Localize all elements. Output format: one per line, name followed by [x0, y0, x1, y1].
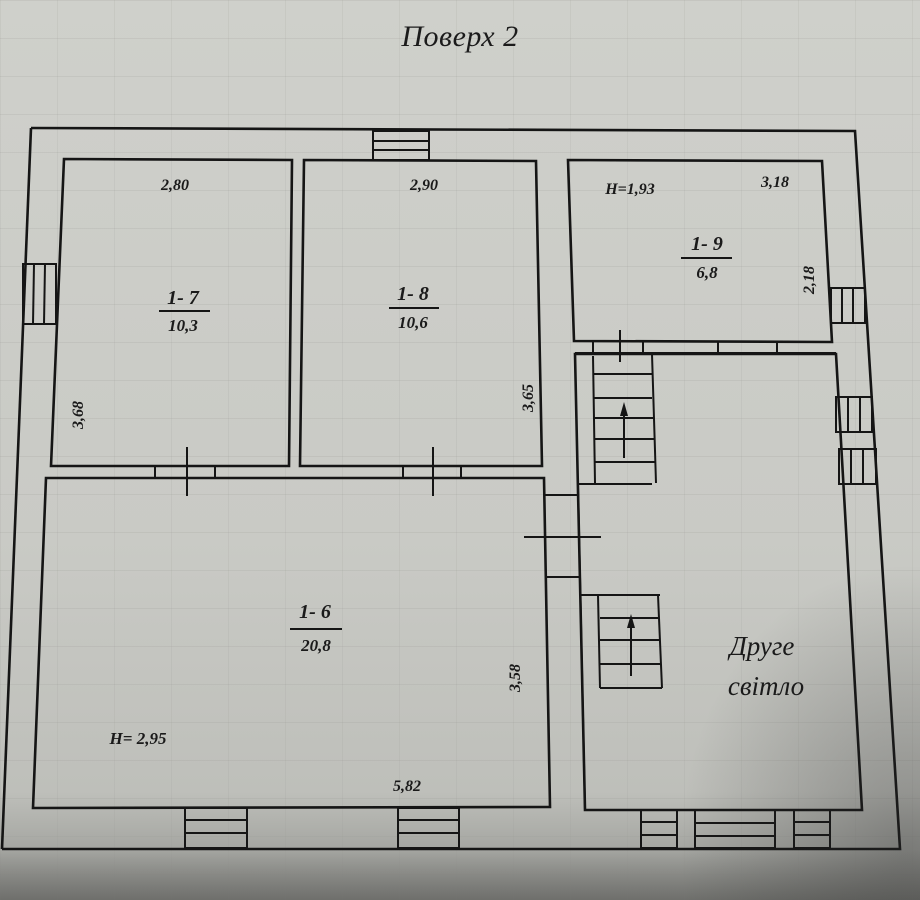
- window-right-lower: [838, 448, 877, 485]
- room-1-9-height: H=1,93: [604, 181, 655, 198]
- partition-top-rooms: [51, 466, 544, 479]
- room-1-6-length: 3,58: [507, 664, 524, 693]
- room-1-8-width: 2,90: [409, 177, 438, 194]
- room-second-light: [573, 352, 864, 812]
- room-1-6-id: 1- 6: [299, 601, 331, 623]
- window-right-upper: [835, 396, 873, 433]
- stair-upper: [592, 353, 657, 484]
- room-1-8-area: 10,6: [398, 313, 428, 332]
- room-1-8-id: 1- 8: [397, 283, 429, 305]
- room-1-8-length: 3,65: [520, 384, 537, 413]
- room-1-7-id: 1- 7: [167, 287, 200, 309]
- room-1-8: [298, 158, 544, 468]
- room-1-7-area: 10,3: [168, 316, 198, 335]
- partition-1-9-bottom: [575, 330, 836, 362]
- room-1-7-length: 3,68: [70, 401, 87, 430]
- window-bottom-right: [640, 809, 831, 849]
- room-1-7: [49, 157, 294, 468]
- room-1-9: [566, 158, 834, 344]
- room-1-6-width: 5,82: [393, 778, 421, 795]
- room-1-9-length: 2,18: [801, 266, 818, 295]
- room-1-6-area: 20,8: [300, 636, 331, 655]
- floor-title: Поверх 2: [401, 20, 519, 53]
- window-bottom-middle: [397, 807, 460, 849]
- second-light-label-line1: Друге: [727, 631, 795, 661]
- stair-lower: [597, 594, 663, 689]
- window-bottom-left: [184, 807, 248, 849]
- room-1-9-width: 3,18: [760, 174, 789, 191]
- room-1-7-width: 2,80: [160, 177, 189, 194]
- arrow-up-icon: [627, 614, 635, 628]
- room-1-9-id: 1- 9: [691, 233, 723, 255]
- window-top: [372, 130, 430, 161]
- hallway: [544, 483, 660, 811]
- window-right-1-9: [830, 287, 866, 324]
- room-1-9-area: 6,8: [696, 263, 718, 282]
- arrow-up-icon: [620, 402, 628, 416]
- window-left: [22, 263, 57, 325]
- room-1-6-height: H= 2,95: [109, 729, 167, 748]
- second-light-label-line2: світло: [728, 671, 804, 701]
- room-1-6: [31, 476, 552, 810]
